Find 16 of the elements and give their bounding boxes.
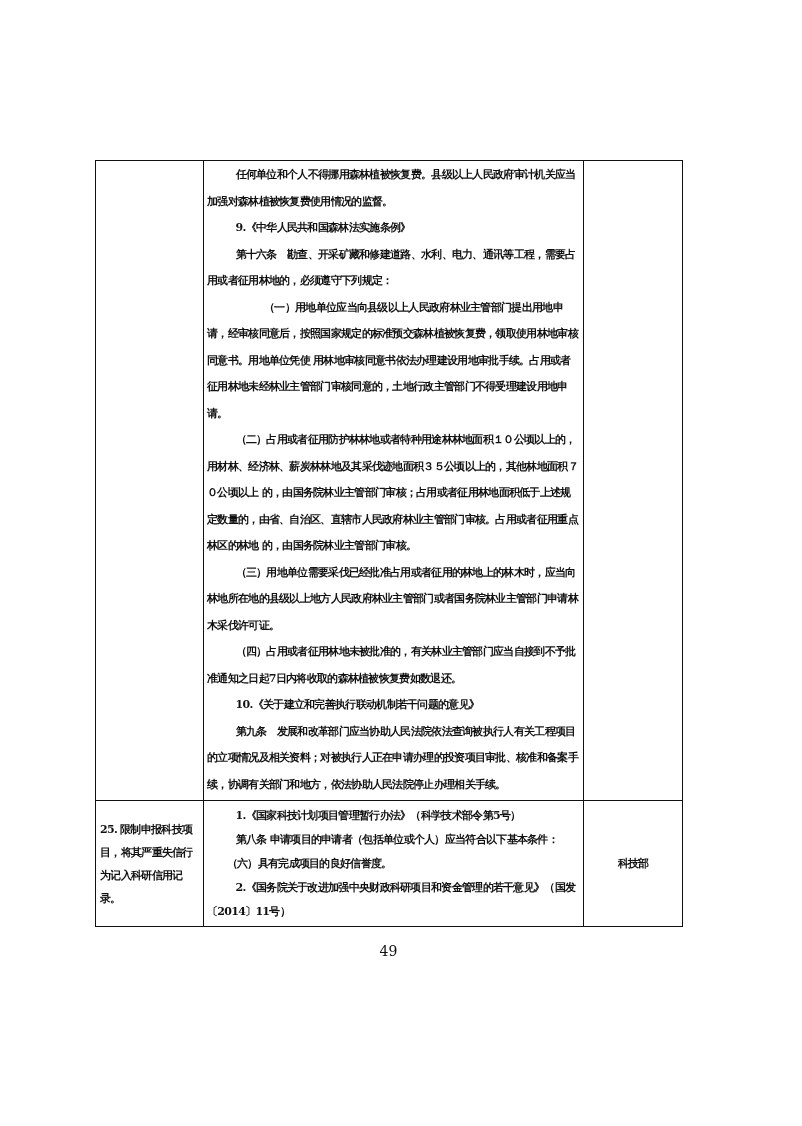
paragraph: （四）占用或者征用林地未被批准的，有关林业主管部门应当自接到不予批准通知之日起7日内将收取的森林植被恢复费如数退还。 <box>207 644 577 687</box>
paragraph: 任何单位和个人不得挪用森林植被恢复费。县级以上人民政府审计机关应当加强对森林植被恢复费使用情况的监督。 <box>207 167 577 210</box>
paragraph: 第九条 发展和改革部门应当协助人民法院依法查询被执行人有关工程项目的立项情况及相关资料；对被执行人正在申请办理的投资项目审批、核准和备案手续，协调有关部门和地方，依法协助人民法院停止办理相关手续。 <box>207 723 580 793</box>
page-number: 49 <box>378 943 399 959</box>
paragraph: （三）用地单位需要采伐已经批准占用或者征用的林地上的林木时，应当向林地所在地的县级以上地方人民政府林业主管部门或者国务院林业主管部门申请林木采伐许可证。 <box>207 564 580 634</box>
paragraph: （一）用地单位应当向县级以上人民政府林业主管部门提出用地申请，经审核同意后，按照国家规定的标准预交森林植被恢复费，领取使用林地审核同意书。用地单位凭使 用林地审核同意书依法办理建设用地审批手续。占用或者征用林地未经林业主管部门审核同意的，土地行政主管部门不得受理建设用地申请。 <box>207 299 580 422</box>
paragraph: （二）占用或者征用防护林林地或者特种用途林林地面积１０公顷以上的，用材林、经济林、薪炭林林地及其采伐迹地面积３５公顷以上的，其他林地面积７０公顷以上 的，由国务院林业主管部门审核；占用或者征用林地面积低于上述规定数量的，由省、自治区、直辖市人民政府林业主管部门审核。占用或者征用重点林区的林地 的，由国务院林业主管部门审核。 <box>207 432 580 554</box>
department-name: 科技部 <box>616 855 650 872</box>
row-heading: 25. 限制申报科技项目，将其严重失信行为记入科研信用记录。 <box>100 821 194 907</box>
paragraph: 第十六条 勘查、开采矿藏和修建道路、水利、电力、通讯等工程，需要占用或者征用林地的，必须遵守下列规定： <box>207 246 577 289</box>
heading: 2.《国务院关于改进加强中央财政科研项目和资金管理的若干意见》（国发〔2014〕11号） <box>207 880 577 920</box>
paragraph: 第八条 申请项目的申请者（包括单位或个人）应当符合以下基本条件： <box>234 832 560 848</box>
heading: 1.《国家科技计划项目管理暂行办法》（科学技术部令第5号） <box>234 808 522 824</box>
heading: 9.《中华人民共和国森林法实施条例》 <box>234 220 412 236</box>
paragraph: （六）具有完成项目的良好信誉度。 <box>225 856 393 872</box>
heading: 10.《关于建立和完善执行联动机制若干问题的意见》 <box>234 697 481 713</box>
